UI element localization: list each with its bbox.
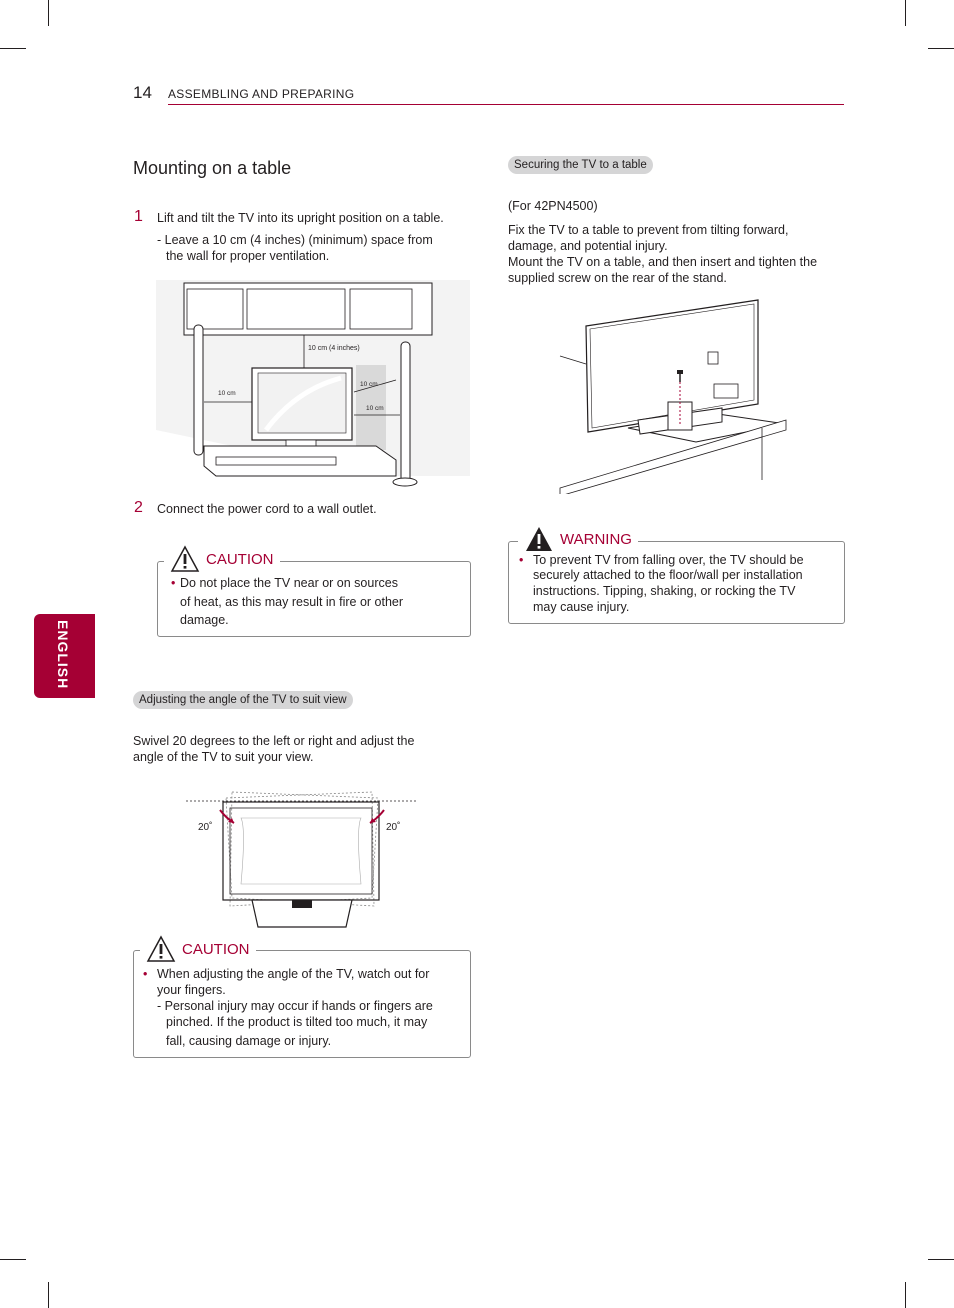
warning-box bbox=[508, 541, 845, 624]
step-2-text: Connect the power cord to a wall outlet. bbox=[157, 502, 377, 516]
tv-clearance-illustration: 10 cm (4 inches) 10 cm 10 cm 10 cm bbox=[156, 280, 470, 487]
clearance-label-top: 10 cm (4 inches) bbox=[308, 345, 360, 352]
caution-line-2: of heat, as this may result in fire or o… bbox=[180, 595, 404, 609]
page-number: 14 bbox=[133, 83, 152, 102]
clearance-label-right-bottom: 10 cm bbox=[366, 405, 384, 412]
caution-2-line-1: When adjusting the angle of the TV, watc… bbox=[157, 967, 430, 981]
clearance-label-right-top: 10 cm bbox=[360, 381, 378, 388]
crop-mark bbox=[928, 48, 954, 49]
securing-p2-line-2: supplied screw on the rear of the stand. bbox=[508, 271, 727, 285]
header-rule bbox=[168, 104, 844, 105]
step-number-2: 2 bbox=[134, 499, 143, 516]
language-tab: ENGLISH bbox=[34, 614, 95, 698]
language-tab-label: ENGLISH bbox=[55, 620, 71, 690]
warning-heading: WARNING bbox=[518, 524, 638, 554]
model-text: (For 42PN4500) bbox=[508, 199, 598, 213]
step-number-1: 1 bbox=[134, 208, 143, 225]
caution-line-3: damage. bbox=[180, 613, 229, 627]
caution-box-2 bbox=[133, 950, 471, 1058]
angle-label-right: 20˚ bbox=[386, 821, 400, 833]
caution-line-1: Do not place the TV near or on sources bbox=[180, 576, 398, 590]
section-label-angle: Adjusting the angle of the TV to suit vi… bbox=[133, 691, 353, 709]
angle-label-left: 20˚ bbox=[198, 821, 212, 833]
crop-mark bbox=[905, 1282, 906, 1308]
swivel-angle-illustration: 20˚ 20˚ bbox=[186, 791, 418, 928]
securing-p2-line-1: Mount the TV on a table, and then insert… bbox=[508, 255, 818, 269]
section-label-securing: Securing the TV to a table bbox=[508, 156, 653, 174]
warning-bullet: • bbox=[519, 553, 524, 567]
caution-title: CAUTION bbox=[206, 550, 274, 568]
clearance-label-left: 10 cm bbox=[218, 390, 236, 397]
crop-mark bbox=[48, 0, 49, 26]
crop-mark bbox=[48, 1282, 49, 1308]
securing-p1-line-1: Fix the TV to a table to prevent from ti… bbox=[508, 223, 789, 237]
warning-triangle-icon bbox=[526, 527, 552, 551]
section-title: ASSEMBLING AND PREPARING bbox=[168, 87, 355, 101]
securing-p1-line-2: damage, and potential injury. bbox=[508, 239, 668, 253]
angle-text-line-2: angle of the TV to suit your view. bbox=[133, 750, 314, 764]
warning-line-2: securely attached to the floor/wall per … bbox=[533, 568, 803, 582]
caution-box bbox=[157, 561, 471, 637]
caution-triangle-icon bbox=[170, 545, 200, 572]
crop-mark bbox=[928, 1259, 954, 1260]
caution-2-bullet: • bbox=[143, 967, 148, 981]
crop-mark bbox=[905, 0, 906, 26]
caution-bullet: • bbox=[171, 576, 176, 590]
warning-line-1: To prevent TV from falling over, the TV … bbox=[533, 553, 804, 567]
step-1-sub-line-2: the wall for proper ventilation. bbox=[166, 249, 330, 263]
warning-title: WARNING bbox=[560, 530, 632, 548]
caution-triangle-icon bbox=[146, 935, 176, 962]
warning-line-4: may cause injury. bbox=[533, 600, 630, 614]
caution-2-line-4: pinched. If the product is tilted too mu… bbox=[166, 1015, 428, 1029]
caution-2-line-5: fall, causing damage or injury. bbox=[166, 1034, 332, 1048]
caution-2-line-2: your fingers. bbox=[157, 983, 226, 997]
caution-2-line-3: - Personal injury may occur if hands or … bbox=[157, 999, 433, 1013]
page-heading: Mounting on a table bbox=[133, 158, 292, 178]
step-1-text: Lift and tilt the TV into its upright po… bbox=[157, 211, 444, 225]
caution-title-2: CAUTION bbox=[182, 940, 250, 958]
tv-table-screw-illustration bbox=[559, 299, 787, 494]
step-1-sub-line-1: - Leave a 10 cm (4 inches) (minimum) spa… bbox=[157, 233, 433, 247]
caution-heading-2: CAUTION bbox=[140, 934, 256, 964]
angle-text-line-1: Swivel 20 degrees to the left or right a… bbox=[133, 734, 415, 748]
crop-mark bbox=[0, 48, 26, 49]
caution-heading: CAUTION bbox=[164, 544, 280, 574]
warning-line-3: instructions. Tipping, shaking, or rocki… bbox=[533, 584, 796, 598]
crop-mark bbox=[0, 1259, 26, 1260]
